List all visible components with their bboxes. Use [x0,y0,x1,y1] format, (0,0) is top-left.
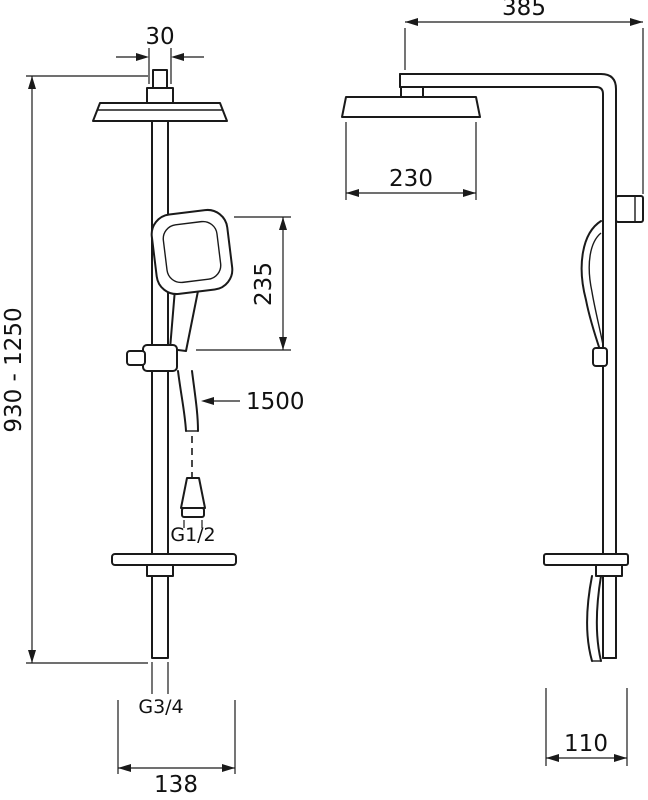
dim-arm-projection: 385 [404,0,644,194]
hand-shower-body [150,208,234,296]
arrowhead [118,764,131,772]
head-fitting-front [146,87,174,104]
arrowhead [136,53,149,61]
shelf-front [111,553,237,566]
dim-shelf-depth: 110 [545,688,628,766]
dim-arm-projection-label: 385 [502,0,546,21]
arrowhead [614,754,627,762]
dim-pipe-width-label: 30 [145,24,174,50]
holder-knob [126,350,146,366]
holder-side [592,347,608,367]
shower-hose [177,370,199,432]
dim-height-range: 930 - 1250 [1,75,148,664]
shower-head-front [92,102,228,122]
spray-face [162,220,222,284]
arrowhead [346,189,359,197]
arrowhead [405,18,418,26]
wall-bracket [615,195,644,223]
shower-arm-side [399,73,617,659]
shelf-clamp-front [146,564,174,577]
hose-side [586,575,602,662]
cone-nut [181,507,205,518]
dim-height-range-label: 930 - 1250 [1,307,27,432]
arrowhead [222,764,235,772]
side-view: 385 230 110 [341,0,644,766]
dim-shelf-width: 138 [117,700,236,798]
hose-cone-connector [180,477,206,509]
dim-shelf-width-label: 138 [154,772,198,798]
label-hose-thread: G1/2 [170,520,216,546]
hand-shower-head [150,208,234,296]
bottom-thread-label: G3/4 [138,696,183,718]
arrowhead [279,217,287,230]
head-fitting-side [400,86,424,98]
hose-thread-label: G1/2 [170,524,215,546]
slider-holder [142,344,178,372]
arrowhead [463,189,476,197]
dim-shelf-depth-label: 110 [564,731,608,757]
riser-pipe-front [151,120,169,659]
dim-hand-shower-length-label: 235 [251,262,277,306]
arrowhead [28,650,36,663]
dim-hose-length-label: 1500 [246,389,305,415]
dim-pipe-width: 30 [116,24,204,84]
arrowhead [630,18,643,26]
shelf-side [543,553,629,566]
label-bottom-thread: G3/4 [138,662,184,718]
shelf-clamp-side [595,564,623,577]
hand-shower-handle [169,285,200,352]
dim-hose-length: 1500 [201,389,305,415]
arrowhead [28,76,36,89]
dim-hand-shower-length: 235 [196,216,291,351]
dim-head-width: 230 [345,122,477,200]
arrowhead [201,397,214,405]
dim-head-width-label: 230 [389,166,433,192]
shower-head-side [341,96,481,118]
top-pipe [152,69,168,89]
hand-shower-side [580,220,608,367]
arrowhead [171,53,184,61]
arrowhead [546,754,559,762]
arrowhead [279,337,287,350]
front-view: 30 930 - 1250 235 1500 G1/2 [1,24,305,798]
